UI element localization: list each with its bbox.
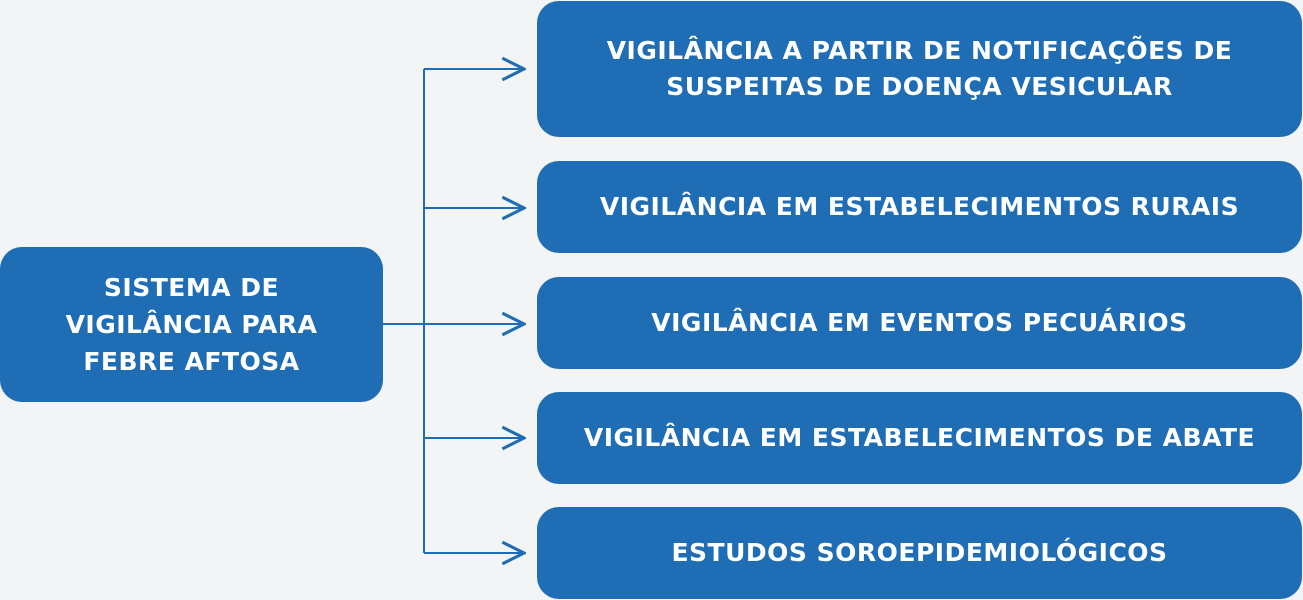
- root-node: SISTEMA DE VIGILÂNCIA PARA FEBRE AFTOSA: [0, 247, 383, 402]
- branch-node-label: VIGILÂNCIA EM EVENTOS PECUÁRIOS: [651, 308, 1188, 337]
- branch-node-notificacoes: VIGILÂNCIA A PARTIR DE NOTIFICAÇÕES DE S…: [537, 1, 1302, 137]
- root-node-label: SISTEMA DE VIGILÂNCIA PARA FEBRE AFTOSA: [65, 273, 318, 376]
- branch-node-eventos-pecuarios: VIGILÂNCIA EM EVENTOS PECUÁRIOS: [537, 277, 1302, 369]
- branch-node-estabelecimentos-rurais: VIGILÂNCIA EM ESTABELECIMENTOS RURAIS: [537, 161, 1302, 253]
- branch-node-label: VIGILÂNCIA EM ESTABELECIMENTOS RURAIS: [599, 192, 1240, 221]
- branch-node-estudos: ESTUDOS SOROEPIDEMIOLÓGICOS: [537, 507, 1302, 599]
- branch-node-label: ESTUDOS SOROEPIDEMIOLÓGICOS: [671, 538, 1168, 567]
- branch-node-label: VIGILÂNCIA A PARTIR DE NOTIFICAÇÕES DE S…: [606, 36, 1233, 101]
- branch-node-estabelecimentos-abate: VIGILÂNCIA EM ESTABELECIMENTOS DE ABATE: [537, 392, 1302, 484]
- branch-node-label: VIGILÂNCIA EM ESTABELECIMENTOS DE ABATE: [583, 423, 1256, 452]
